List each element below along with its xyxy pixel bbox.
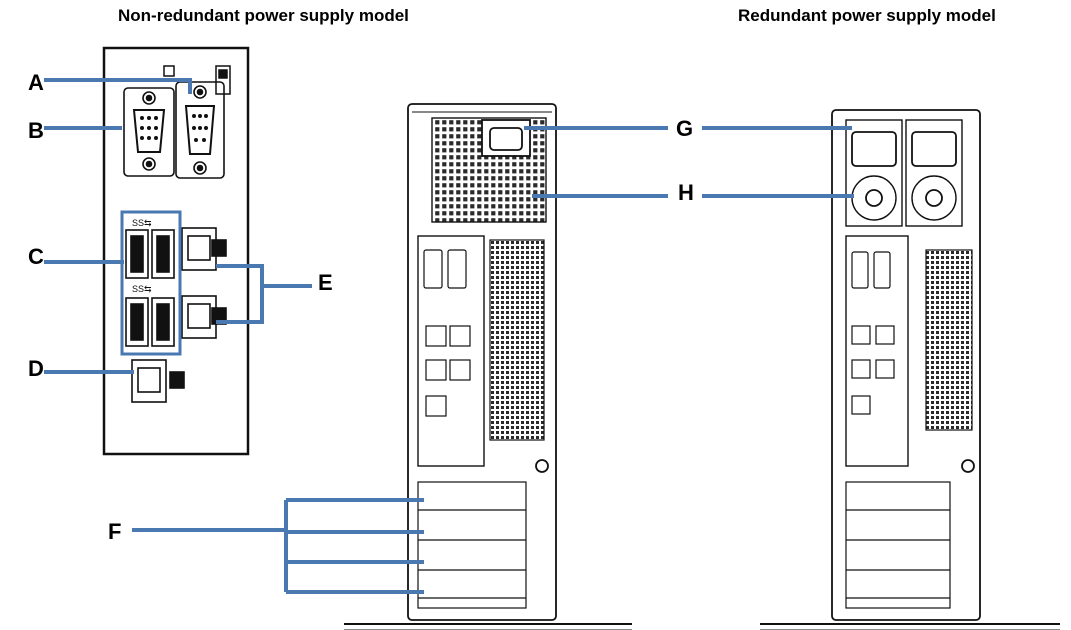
expansion-slots: [417, 481, 527, 609]
usb-highlight-box: [120, 210, 182, 356]
small-io-ports: [423, 249, 471, 417]
callout-label-h: H: [678, 180, 694, 205]
vga-port: [123, 87, 175, 177]
redundant-chassis: [760, 109, 1060, 630]
callout-label-c: C: [28, 244, 44, 269]
leader-line-e-top: [216, 264, 264, 324]
svg-text:SS⇆: SS⇆: [132, 218, 152, 228]
redundant-model-title: Redundant power supply model: [738, 6, 996, 25]
callout-label-g: G: [676, 116, 694, 141]
callout-label-b: B: [28, 118, 44, 143]
management-lan-port: [131, 359, 185, 403]
leader-line-a: [44, 78, 192, 94]
non-redundant-chassis: [344, 103, 632, 630]
svg-text:SS⇆: SS⇆: [132, 284, 152, 294]
callout-label-d: D: [28, 356, 44, 381]
io-panel-detail: SS⇆ SS⇆: [102, 46, 250, 456]
serial-port: [175, 81, 225, 179]
callout-label-e: E: [318, 270, 333, 295]
callout-label-a: A: [28, 70, 44, 95]
leader-lines: [44, 78, 854, 594]
callout-label-f: F: [108, 519, 122, 544]
usb-ports: SS⇆ SS⇆: [125, 218, 175, 347]
non-redundant-model-title: Non-redundant power supply model: [118, 6, 409, 25]
